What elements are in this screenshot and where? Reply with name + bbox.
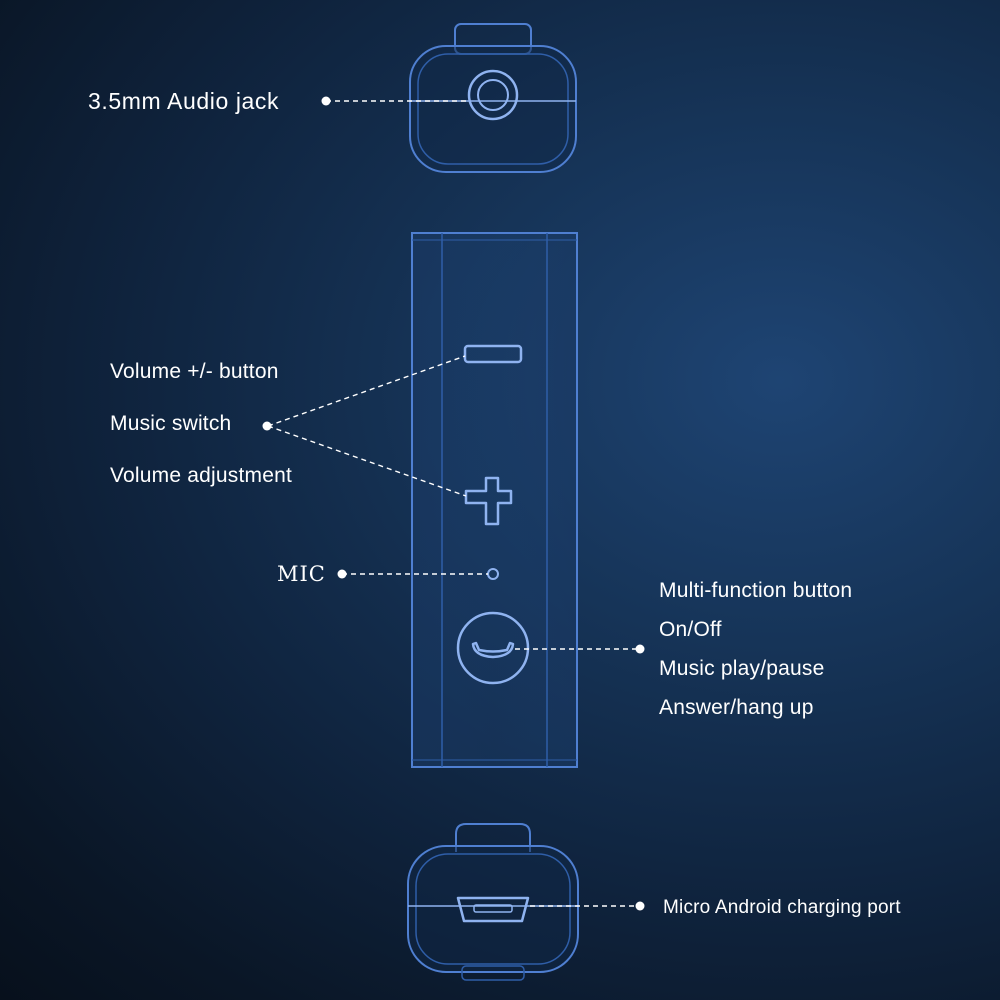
bottom-cap [407,823,579,981]
multi-function-label: Multi-function button [659,579,853,602]
dot-charging-port [635,901,645,911]
plus-icon [464,476,513,526]
leader-dots [262,96,645,911]
volume-adjustment-label: Volume adjustment [110,464,293,487]
leader-lines [267,100,640,907]
multi-function-button-outline [456,611,530,685]
on-off-label: On/Off [659,618,722,641]
music-switch-label: Music switch [110,412,232,435]
body-outline [411,232,578,768]
phone-handset-icon [471,641,515,659]
charging-port-label: Micro Android charging port [663,897,901,918]
leader-volume-minus [267,355,466,427]
top-cap [409,23,577,173]
bottom-cap-clip [455,823,531,852]
bottom-cap-body [407,845,579,973]
volume-button-label: Volume +/- button [110,360,279,383]
audio-jack-icon [467,69,519,121]
bottom-cap-inner [415,853,571,965]
mic-label: MIC [277,562,326,586]
device-body [411,232,578,768]
dot-audio-jack [321,96,331,106]
leader-volume-plus [267,425,467,497]
music-play-pause-label: Music play/pause [659,657,825,680]
answer-hang-up-label: Answer/hang up [659,696,814,719]
audio-jack-label: 3.5mm Audio jack [88,88,280,114]
dot-volume [262,421,272,431]
micro-usb-port-icon [456,896,530,923]
bottom-cap-foot [461,965,525,981]
top-cap-inner [417,53,569,165]
dot-mic [337,569,347,579]
minus-icon [463,344,523,364]
dot-multi-function [635,644,645,654]
